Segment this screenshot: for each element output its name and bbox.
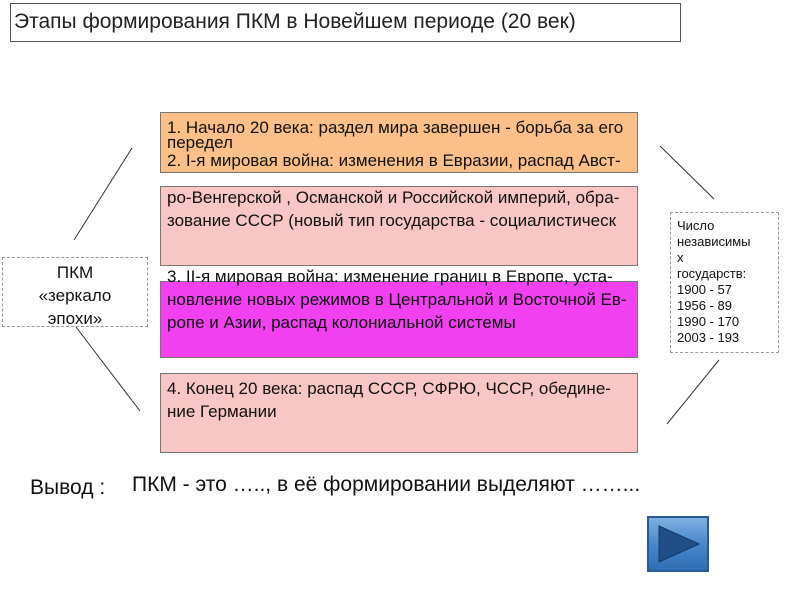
mirror-label-line: ПКМ (56, 263, 94, 282)
page-title: Этапы формирования ПКМ в Новейшем период… (14, 10, 576, 33)
stage-1-line: передел (167, 133, 233, 152)
conclusion-label: Вывод : (30, 476, 106, 499)
stage-3-line: новление новых режимов в Центральной и В… (167, 290, 627, 309)
states-row: 1990 - 170 (677, 314, 740, 329)
mirror-label-line: эпохи» (47, 309, 103, 328)
stage-2-line: ро-Венгерской , Османской и Российской и… (167, 188, 620, 207)
states-heading-line: х (677, 250, 684, 265)
stage-2-line: зование СССР (новый тип государства - со… (167, 211, 617, 230)
conclusion-text: ПКМ - это ….., в её формировании выделяю… (132, 473, 641, 496)
stage-1-box: 1. Начало 20 века: раздел мира завершен … (160, 112, 638, 173)
stage-2-line: 2. I-я мировая война: изменения в Еврази… (167, 151, 621, 170)
stage-4-box: 4. Конец 20 века: распад СССР, СФРЮ, ЧСС… (160, 373, 638, 453)
states-row: 1956 - 89 (677, 298, 732, 313)
play-triangle-icon (658, 525, 701, 563)
stage-1-line: 1. Начало 20 века: раздел мира завершен … (167, 118, 624, 137)
mirror-of-epoch-box: ПКМ «зеркало эпохи» (2, 257, 148, 328)
states-count-box: Число независимы х государств: 1900 - 57… (670, 212, 779, 353)
states-heading-line: Число (677, 218, 715, 233)
states-row: 2003 - 193 (677, 330, 740, 345)
stage-4-line: ние Германии (167, 402, 277, 421)
title-frame (10, 3, 681, 42)
mirror-label-line: «зеркало (38, 286, 112, 305)
stage-3-box: 3. II-я мировая война: изменение границ … (160, 267, 638, 358)
stage-2-box: 2. I-я мировая война: изменения в Еврази… (160, 151, 638, 266)
stage-3-line: 3. II-я мировая война: изменение границ … (167, 267, 613, 286)
states-row: 1900 - 57 (677, 282, 732, 297)
states-heading-line: независимы (677, 234, 751, 249)
next-slide-button[interactable] (647, 516, 709, 572)
stage-4-line: 4. Конец 20 века: распад СССР, СФРЮ, ЧСС… (167, 379, 611, 398)
stage-3-line: ропе и Азии, распад колониальной системы (167, 313, 516, 332)
states-heading-line: государств: (677, 266, 747, 281)
